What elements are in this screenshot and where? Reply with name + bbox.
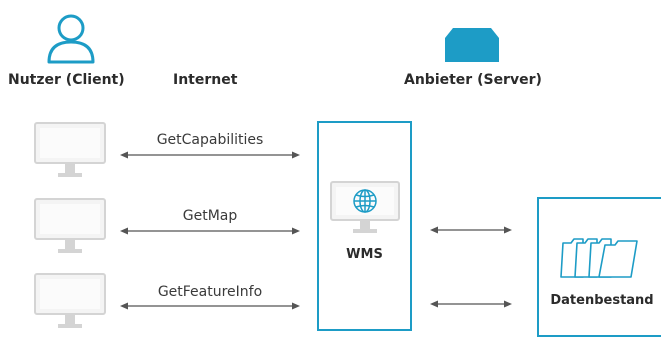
client-monitor-2	[34, 198, 106, 256]
client-monitor-3	[34, 273, 106, 331]
request-label-getcapabilities: GetCapabilities	[156, 132, 264, 148]
datastore-box: Datenbestand	[537, 197, 661, 337]
request-label-getmap: GetMap	[182, 208, 238, 224]
data-arrow-1	[430, 225, 512, 235]
request-label-getfeatureinfo: GetFeatureInfo	[157, 284, 263, 300]
folders-icon	[559, 235, 639, 285]
request-arrow-2	[120, 226, 300, 236]
server-monitor-icon	[330, 181, 400, 241]
data-arrow-2	[430, 299, 512, 309]
user-icon	[43, 10, 99, 70]
client-heading: Nutzer (Client)	[8, 72, 125, 88]
datastore-label: Datenbestand	[550, 293, 654, 308]
server-heading: Anbieter (Server)	[404, 72, 542, 88]
client-monitor-1	[34, 122, 106, 180]
server-icon	[445, 28, 499, 66]
wms-label: WMS	[346, 247, 383, 262]
internet-heading: Internet	[173, 72, 238, 88]
request-arrow-1	[120, 150, 300, 160]
wms-server-box: WMS	[317, 121, 412, 331]
globe-icon	[353, 189, 377, 213]
request-arrow-3	[120, 301, 300, 311]
